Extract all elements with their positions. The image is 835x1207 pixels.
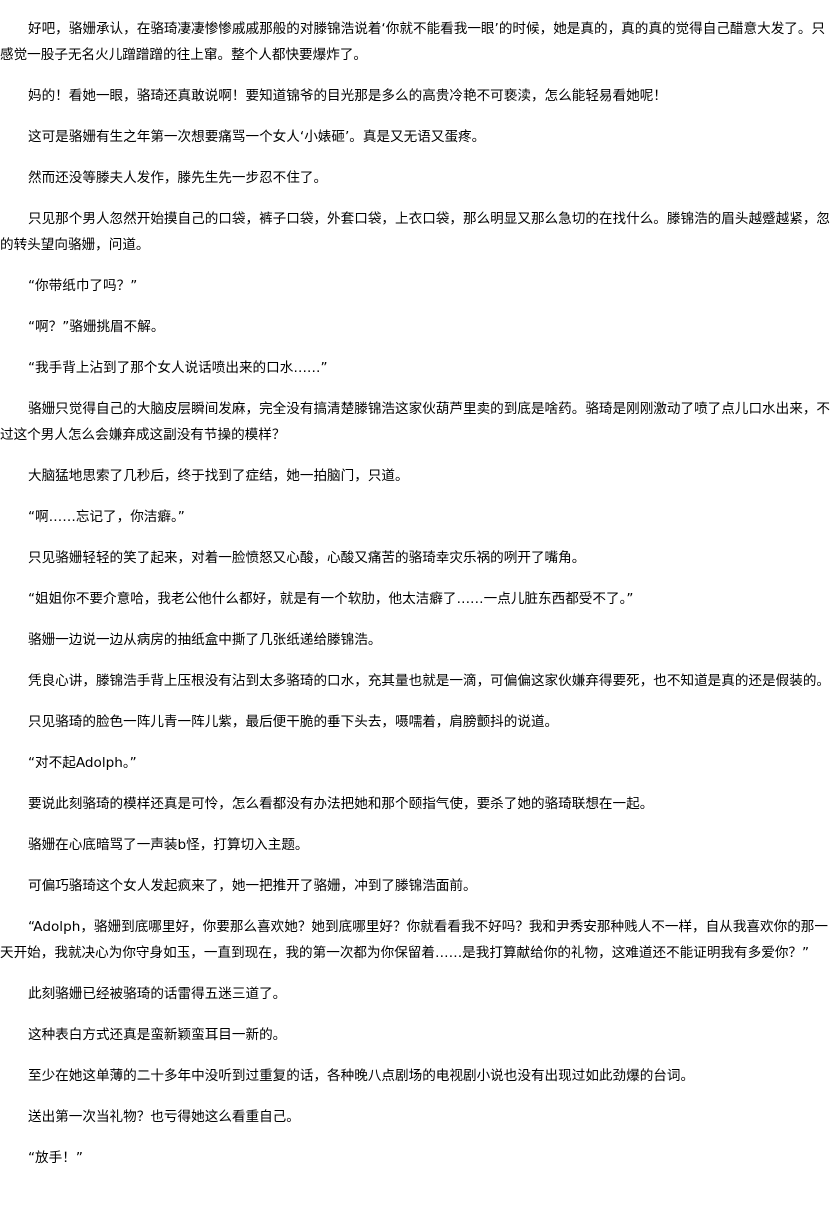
paragraph: 这种表白方式还真是蛮新颖蛮耳目一新的。 xyxy=(28,1027,287,1043)
paragraph: “对不起Adolph。” xyxy=(28,755,137,771)
paragraph: 可偏巧骆琦这个女人发起疯来了，她一把推开了骆姗，冲到了滕锦浩面前。 xyxy=(28,878,477,894)
paragraph: 骆姗在心底暗骂了一声装b怪，打算切入主题。 xyxy=(28,837,309,853)
paragraph: 大脑猛地思索了几秒后，终于找到了症结，她一拍脑门，只道。 xyxy=(28,468,409,484)
paragraph: 要说此刻骆琦的模样还真是可怜，怎么看都没有办法把她和那个颐指气使，要杀了她的骆琦… xyxy=(28,796,654,812)
paragraph: 凭良心讲，滕锦浩手背上压根没有沾到太多骆琦的口水，充其量也就是一滴，可偏偏这家伙… xyxy=(28,673,831,689)
paragraph: 只见那个男人忽然开始摸自己的口袋，裤子口袋，外套口袋，上衣口袋，那么明显又那么急… xyxy=(0,211,831,253)
paragraph: 然而还没等滕夫人发作，滕先生先一步忍不住了。 xyxy=(28,170,328,186)
paragraph: 只见骆姗轻轻的笑了起来，对着一脸愤怒又心酸，心酸又痛苦的骆琦幸灾乐祸的咧开了嘴角… xyxy=(28,550,586,566)
paragraph: “啊……忘记了，你洁癖。” xyxy=(28,509,185,525)
paragraph: 此刻骆姗已经被骆琦的话雷得五迷三道了。 xyxy=(28,986,287,1002)
paragraph: “Adolph，骆姗到底哪里好，你要那么喜欢她？她到底哪里好？你就看看我不好吗？… xyxy=(0,919,828,961)
paragraph: 这可是骆姗有生之年第一次想要痛骂一个女人‘小婊砸’。真是又无语又蛋疼。 xyxy=(28,129,486,145)
paragraph: “姐姐你不要介意哈，我老公他什么都好，就是有一个软肋，他太洁癖了……一点儿脏东西… xyxy=(28,591,634,607)
paragraph: “放手！” xyxy=(28,1150,83,1166)
article-body: 好吧，骆姗承认，在骆琦凄凄惨惨戚戚那般的对滕锦浩说着‘你就不能看我一眼’的时候，… xyxy=(0,21,831,1166)
paragraph: 骆姗一边说一边从病房的抽纸盒中撕了几张纸递给滕锦浩。 xyxy=(28,632,382,648)
paragraph: 好吧，骆姗承认，在骆琦凄凄惨惨戚戚那般的对滕锦浩说着‘你就不能看我一眼’的时候，… xyxy=(0,21,826,63)
paragraph: 送出第一次当礼物？也亏得她这么看重自己。 xyxy=(28,1109,300,1125)
paragraph: 只见骆琦的脸色一阵儿青一阵儿紫，最后便干脆的垂下头去，嗫嚅着，肩膀颤抖的说道。 xyxy=(28,714,559,730)
paragraph: “你带纸巾了吗？” xyxy=(28,278,138,294)
paragraph: 妈的！看她一眼，骆琦还真敢说啊！要知道锦爷的目光那是多么的高贵冷艳不可亵渎，怎么… xyxy=(28,88,667,104)
paragraph: 至少在她这单薄的二十多年中没听到过重复的话，各种晚八点剧场的电视剧小说也没有出现… xyxy=(28,1068,695,1084)
paragraph: “我手背上沾到了那个女人说话喷出来的口水……” xyxy=(28,360,328,376)
paragraph: 骆姗只觉得自己的大脑皮层瞬间发麻，完全没有搞清楚滕锦浩这家伙葫芦里卖的到底是啥药… xyxy=(0,401,831,443)
paragraph: “啊？”骆姗挑眉不解。 xyxy=(28,319,165,335)
